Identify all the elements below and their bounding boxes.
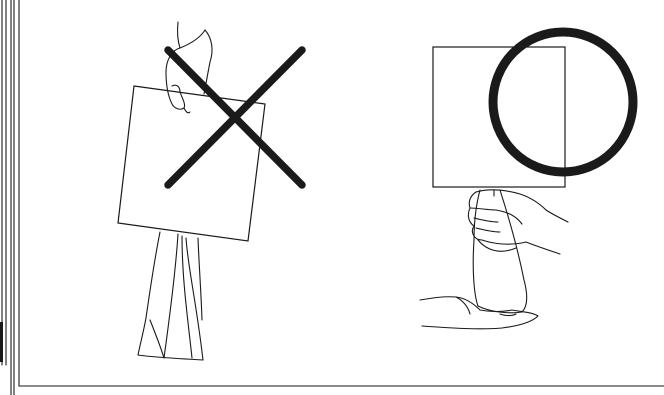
left-margin-rules: [0, 0, 14, 395]
supporting-palm: [420, 297, 538, 329]
diagram-frame: [19, 0, 664, 386]
incorrect-handling-panel: [118, 22, 302, 360]
gripping-hand: [468, 190, 568, 254]
hanging-tail: [138, 232, 203, 360]
correct-handling-panel: [420, 32, 633, 329]
